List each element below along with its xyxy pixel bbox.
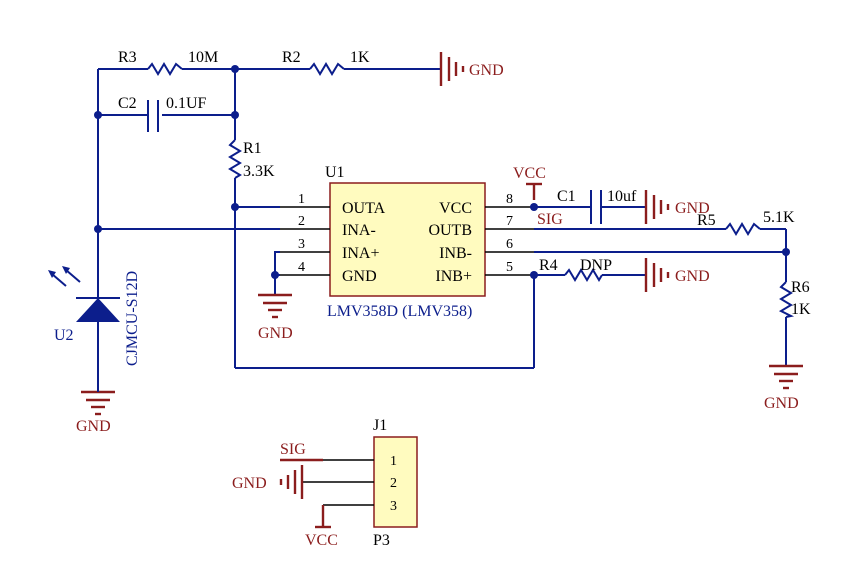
r1-value: 3.3K (243, 163, 275, 180)
u1-pin-name-3: INA+ (342, 245, 379, 262)
u2-photodiode[interactable]: U2 CJMCU-S12D (48, 266, 141, 376)
u1-ref: U1 (325, 164, 345, 181)
j1-footprint: P3 (373, 532, 390, 549)
r5-ref: R5 (697, 212, 716, 229)
vcc-label-u1: VCC (513, 165, 546, 182)
gnd-symbol-u1: GND (258, 293, 293, 342)
gnd-label-r4: GND (675, 268, 710, 285)
gnd-symbol-u2: GND (76, 376, 115, 435)
c1-capacitor[interactable]: C1 10uf (557, 188, 637, 224)
j1-ref: J1 (373, 417, 387, 434)
gnd-label-top: GND (469, 62, 504, 79)
c2-capacitor[interactable]: C2 0.1UF (118, 95, 207, 132)
gnd-label-r6: GND (764, 395, 799, 412)
u1-pin-name-7: OUTB (428, 222, 472, 239)
r4-resistor[interactable]: R4 DNP (539, 257, 612, 282)
r1-ref: R1 (243, 140, 262, 157)
gnd-symbol-c1: GND (644, 190, 710, 224)
gnd-label-j1: GND (232, 475, 267, 492)
c1-value: 10uf (607, 188, 637, 205)
u1-pin-name-4: GND (342, 268, 377, 285)
u1-pin-num-3: 3 (298, 237, 305, 252)
r2-ref: R2 (282, 49, 301, 66)
r2-resistor[interactable]: R2 1K (282, 49, 370, 76)
gnd-symbol-r4: GND (644, 258, 710, 292)
gnd-label-u1: GND (258, 325, 293, 342)
r3-value: 10M (188, 49, 218, 66)
u1-right-wires (530, 203, 790, 365)
r5-resistor[interactable]: R5 5.1K (697, 209, 795, 236)
j1-pin-2: 2 (390, 476, 397, 491)
u1-pin-num-4: 4 (298, 260, 305, 275)
u1-ic[interactable]: U1 LMV358D (LMV358) 1 2 3 4 OUTA INA- IN… (280, 164, 534, 320)
u1-left-wires (98, 206, 280, 294)
u2-ref: U2 (54, 327, 74, 344)
j1-nets: SIG GND VCC (232, 441, 338, 549)
vcc-symbol-u1: VCC (513, 165, 546, 200)
r1-resistor[interactable]: R1 3.3K (228, 139, 275, 180)
r2-value: 1K (350, 49, 370, 66)
vcc-label-j1: VCC (305, 532, 338, 549)
gnd-symbol-top: GND (430, 52, 504, 86)
c2-ref: C2 (118, 95, 137, 112)
u1-pin-num-6: 6 (506, 237, 513, 252)
u1-pin-num-8: 8 (506, 192, 513, 207)
top-wires (94, 65, 535, 369)
j1-connector[interactable]: J1 P3 1 2 3 (302, 417, 418, 549)
u1-pin-name-6: INB- (439, 245, 472, 262)
u1-part: LMV358D (LMV358) (327, 303, 472, 320)
r3-ref: R3 (118, 49, 137, 66)
gnd-label-c1: GND (675, 200, 710, 217)
u1-pin-num-5: 5 (506, 260, 513, 275)
r4-ref: R4 (539, 257, 558, 274)
u1-pin-num-2: 2 (298, 214, 305, 229)
r6-ref: R6 (791, 279, 810, 296)
r4-value: DNP (580, 257, 612, 274)
r6-value: 1K (791, 301, 811, 318)
u1-pin-name-2: INA- (342, 222, 376, 239)
u1-pin-name-8: VCC (439, 200, 472, 217)
j1-pin-1: 1 (390, 454, 397, 469)
u1-pin-num-1: 1 (298, 192, 305, 207)
r3-resistor[interactable]: R3 10M (118, 49, 218, 76)
u2-part: CJMCU-S12D (124, 271, 141, 366)
r5-value: 5.1K (763, 209, 795, 226)
sig-label-u1: SIG (537, 211, 563, 228)
r6-resistor[interactable]: R6 1K (778, 279, 811, 318)
c1-ref: C1 (557, 188, 576, 205)
gnd-label-u2: GND (76, 418, 111, 435)
gnd-symbol-r6: GND (764, 364, 803, 412)
sig-label-j1: SIG (280, 441, 306, 458)
u1-pin-name-1: OUTA (342, 200, 386, 217)
j1-pin-3: 3 (390, 499, 397, 514)
u1-pin-name-5: INB+ (435, 268, 472, 285)
c2-value: 0.1UF (166, 95, 207, 112)
u1-pin-num-7: 7 (506, 214, 513, 229)
